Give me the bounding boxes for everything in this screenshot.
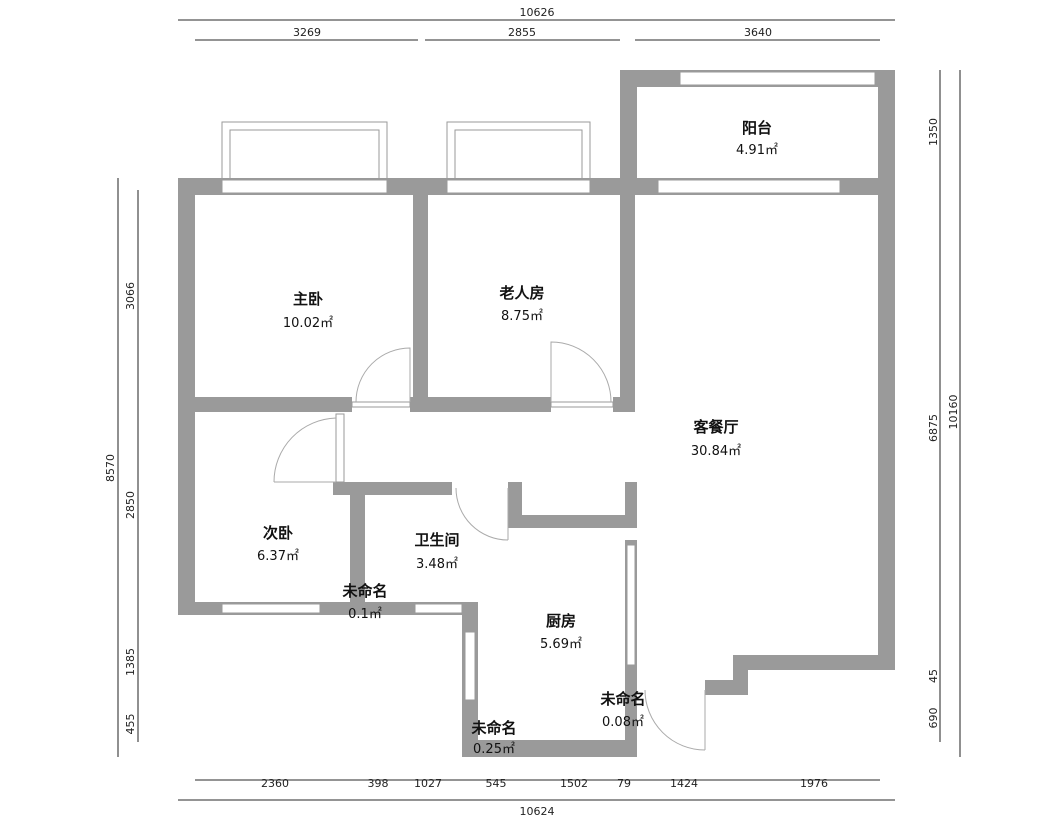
dim-bottom: 1424 xyxy=(670,777,698,790)
room-area: 4.91㎡ xyxy=(736,143,778,158)
room-area: 0.1㎡ xyxy=(348,607,382,622)
dim-left: 3066 xyxy=(124,282,137,310)
room-elderly-room: 老人房 8.75㎡ xyxy=(498,284,544,324)
dim-top-total: 10626 xyxy=(520,6,555,19)
room-unnamed-3: 未命名 0.25㎡ xyxy=(470,719,516,757)
dim-left: 1385 xyxy=(124,648,137,676)
room-area: 5.69㎡ xyxy=(540,637,582,652)
dim-right: 6875 xyxy=(927,414,940,442)
room-name: 次卧 xyxy=(263,524,293,542)
dim-top: 3269 xyxy=(293,26,321,39)
room-area: 10.02㎡ xyxy=(283,316,333,331)
dim-top: 2855 xyxy=(508,26,536,39)
room-name: 厨房 xyxy=(546,612,576,630)
room-area: 8.75㎡ xyxy=(501,309,543,324)
dim-bottom: 1502 xyxy=(560,777,588,790)
room-name: 阳台 xyxy=(742,119,772,137)
room-unnamed-2: 未命名 0.08㎡ xyxy=(599,690,645,730)
room-master-bedroom: 主卧 10.02㎡ xyxy=(283,290,333,331)
room-kitchen: 厨房 5.69㎡ xyxy=(540,612,582,652)
dim-right: 1350 xyxy=(927,118,940,146)
dim-right: 45 xyxy=(927,669,940,683)
room-area: 6.37㎡ xyxy=(257,549,299,564)
room-area: 0.08㎡ xyxy=(602,715,644,730)
room-name: 未命名 xyxy=(599,690,645,708)
doors xyxy=(273,341,706,751)
dim-bottom-total: 10624 xyxy=(520,805,555,818)
dim-right: 690 xyxy=(927,708,940,729)
dim-bottom: 2360 xyxy=(261,777,289,790)
room-name: 老人房 xyxy=(498,284,544,302)
room-name: 卫生间 xyxy=(414,531,459,549)
room-name: 主卧 xyxy=(293,290,323,308)
dim-left: 455 xyxy=(124,714,137,735)
bay-windows xyxy=(221,121,591,186)
room-unnamed-1: 未命名 0.1㎡ xyxy=(341,582,387,622)
dim-left: 2850 xyxy=(124,491,137,519)
dim-bottom: 1976 xyxy=(800,777,828,790)
dim-bottom: 1027 xyxy=(414,777,442,790)
room-name: 客餐厅 xyxy=(692,418,738,436)
room-living-dining: 客餐厅 30.84㎡ xyxy=(691,418,741,459)
room-second-bedroom: 次卧 6.37㎡ xyxy=(257,524,299,564)
dim-top: 3640 xyxy=(744,26,772,39)
dim-bottom: 545 xyxy=(486,777,507,790)
room-area: 3.48㎡ xyxy=(416,557,458,572)
room-area: 30.84㎡ xyxy=(691,444,741,459)
room-name: 未命名 xyxy=(470,719,516,737)
dim-bottom: 79 xyxy=(617,777,631,790)
room-name: 未命名 xyxy=(341,582,387,600)
dimension-lines xyxy=(117,19,961,801)
room-balcony: 阳台 4.91㎡ xyxy=(736,119,778,158)
windows xyxy=(221,71,876,701)
dim-left-total: 8570 xyxy=(104,454,117,482)
dim-bottom: 398 xyxy=(368,777,389,790)
dim-right-total: 10160 xyxy=(947,395,960,430)
room-area: 0.25㎡ xyxy=(473,742,515,757)
room-bathroom: 卫生间 3.48㎡ xyxy=(414,531,459,572)
